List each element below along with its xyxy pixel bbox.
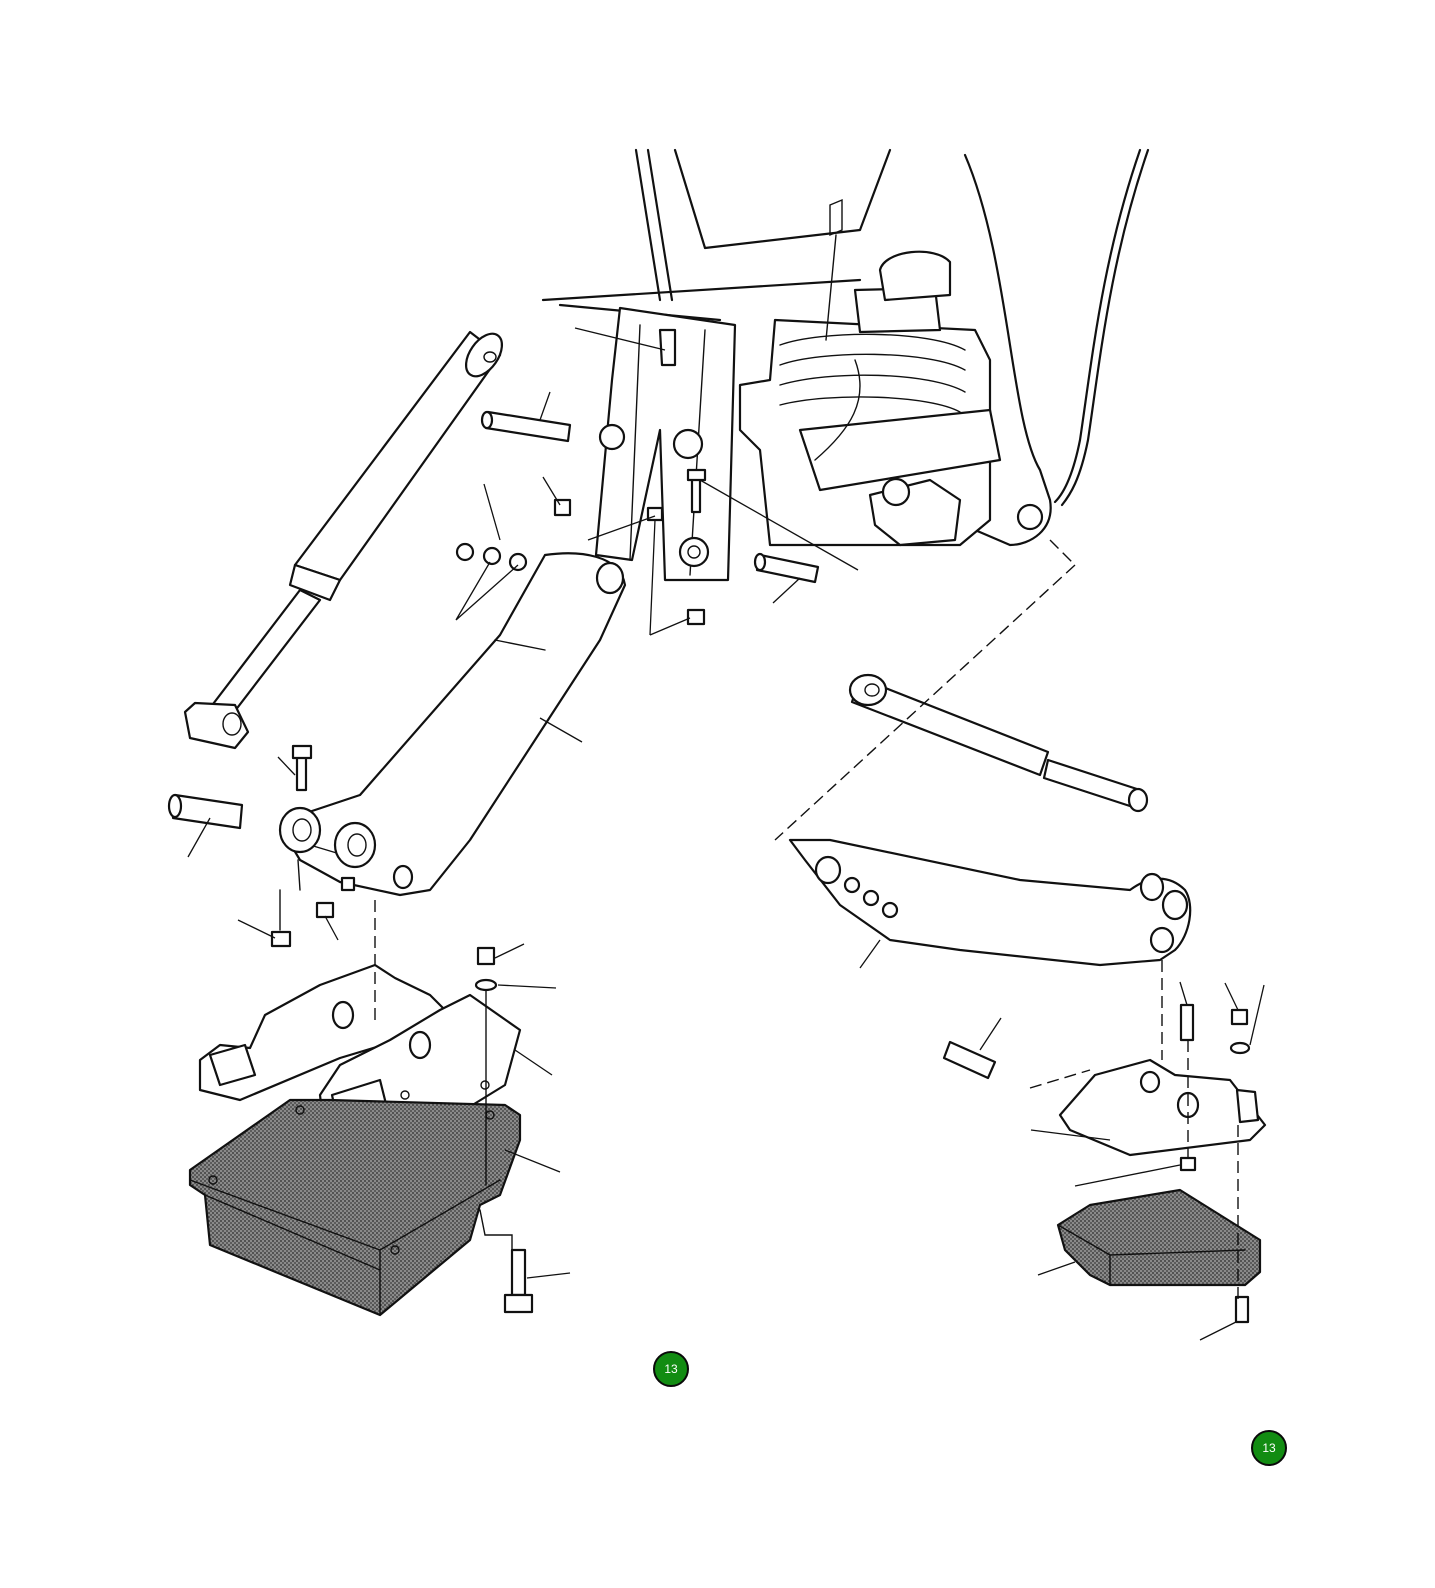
leader-lines	[187, 327, 1265, 1341]
tractor-frame	[541, 148, 1150, 582]
lift-cylinder-right	[848, 673, 1149, 813]
mount-bracket-right	[942, 1003, 1267, 1324]
lift-arm-right	[788, 838, 1192, 967]
assembly-guide-lines	[374, 539, 1239, 1300]
lift-cylinder-left	[183, 330, 504, 750]
hardware-left	[167, 328, 820, 948]
callout-13-left[interactable]: 13	[653, 1351, 689, 1387]
stud-bolt-left	[474, 946, 534, 1314]
lift-arm-left	[278, 552, 627, 897]
counterweight-left	[188, 1098, 522, 1317]
callout-13-right[interactable]: 13	[1251, 1430, 1287, 1466]
